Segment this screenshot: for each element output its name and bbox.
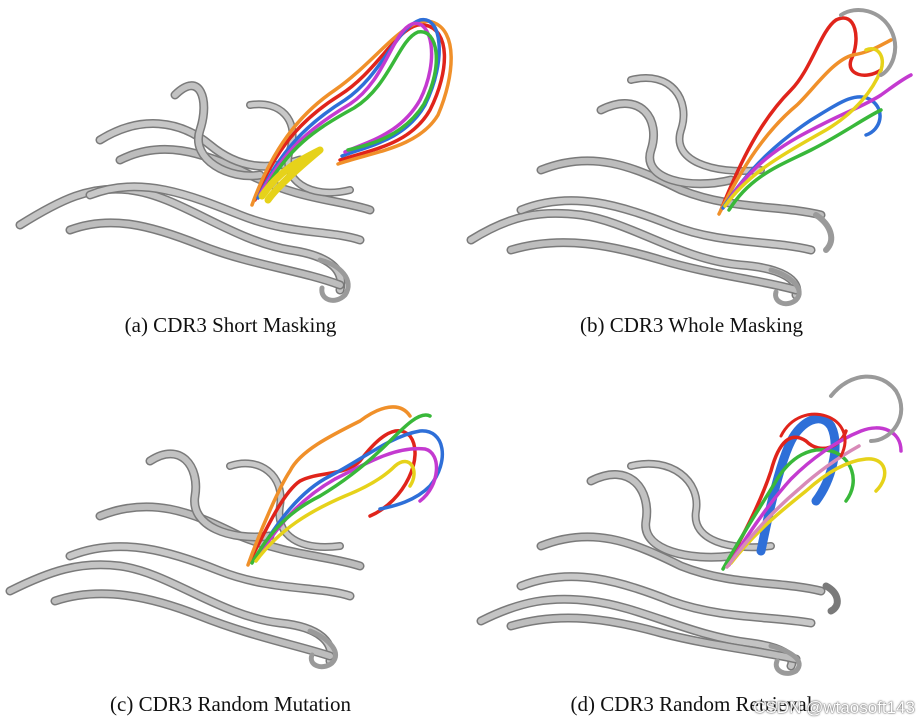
beta-sandwich-b (466, 74, 835, 307)
panel-d: (d) CDR3 Random Retrieval (461, 361, 922, 722)
beta-sandwich-c (5, 449, 365, 670)
panel-caption-c: (c) CDR3 Random Mutation (110, 692, 351, 716)
protein-structure-d (476, 374, 904, 676)
protein-structure-a (15, 18, 453, 303)
panel-caption-a: (a) CDR3 Short Masking (124, 313, 337, 337)
panel-b: (b) CDR3 Whole Masking (461, 0, 922, 361)
panel-c: (c) CDR3 Random Mutation (0, 361, 461, 722)
cdr3-loops-a (250, 18, 453, 207)
cdr3-loops-c (246, 405, 445, 567)
beta-sandwich-d (476, 459, 841, 676)
protein-structure-b (466, 8, 913, 307)
protein-structure-c (5, 405, 445, 670)
watermark: CSDN @wtaosoft143 (753, 698, 915, 717)
panel-caption-d: (d) CDR3 Random Retrieval (570, 692, 813, 716)
panel-caption-b: (b) CDR3 Whole Masking (579, 313, 803, 337)
cdr3-loops-d (721, 374, 904, 571)
panel-a: (a) CDR3 Short Masking (0, 0, 461, 361)
cdr3-loops-b (717, 8, 913, 216)
